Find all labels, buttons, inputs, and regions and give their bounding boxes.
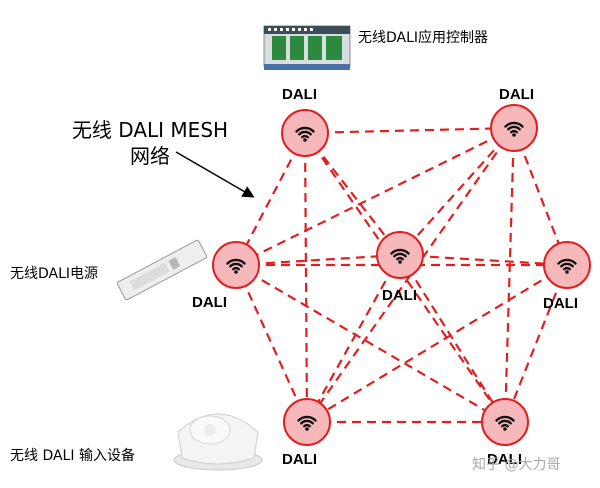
link-top-left-bottom-right — [304, 132, 506, 423]
dali-node-top-right — [490, 104, 538, 152]
link-middle-left-bottom-right — [235, 264, 506, 423]
wifi-icon — [226, 258, 246, 274]
node-label-top-right: DALI — [499, 86, 534, 103]
wifi-icon — [557, 258, 577, 274]
link-top-right-middle-right — [512, 127, 569, 266]
link-top-right-center — [399, 127, 515, 256]
link-middle-right-bottom-right — [503, 264, 569, 423]
node-label-bottom-left: DALI — [282, 451, 317, 468]
link-center-bottom-right — [399, 254, 506, 423]
mesh-title-line2: 网络 — [130, 144, 170, 168]
controller-label: 无线DALI应用控制器 — [358, 30, 489, 46]
watermark: 知乎 @大力哥 — [472, 457, 561, 473]
dali-node-bottom-left — [283, 398, 331, 446]
power-supply-image — [116, 239, 208, 301]
node-label-bottom-right: DALI — [487, 451, 522, 468]
mesh-network-title: 无线 DALI MESH 网络 — [40, 117, 260, 169]
link-top-left-middle-left — [235, 132, 306, 266]
wifi-icon — [295, 126, 315, 142]
link-middle-left-bottom-left — [234, 264, 309, 423]
dali-node-middle-left — [212, 241, 260, 289]
dali-node-middle-right — [543, 241, 591, 289]
dali-node-center — [376, 231, 424, 279]
wifi-icon — [297, 415, 317, 431]
power-supply-label: 无线DALI电源 — [10, 266, 99, 282]
link-center-middle-right — [399, 253, 568, 267]
input-device-image — [173, 413, 263, 471]
node-label-middle-left: DALI — [192, 294, 227, 311]
mesh-title-line1: 无线 DALI MESH — [71, 118, 229, 142]
link-top-left-center — [304, 132, 401, 256]
links-layer — [234, 126, 569, 424]
mesh-pointer-arrow — [175, 151, 255, 198]
link-top-right-middle-left — [235, 127, 515, 266]
link-center-bottom-left — [306, 254, 401, 423]
link-top-right-bottom-right — [503, 127, 516, 423]
node-label-top-left: DALI — [282, 86, 317, 103]
node-label-middle-right: DALI — [543, 295, 578, 312]
link-top-left-top-right — [304, 126, 515, 135]
wifi-icon — [495, 415, 515, 431]
nodes-layer — [212, 104, 591, 446]
node-label-center: DALI — [382, 287, 417, 304]
wifi-icon — [390, 248, 410, 264]
wifi-icon — [504, 121, 524, 137]
link-middle-left-center — [235, 253, 401, 267]
link-middle-right-bottom-left — [306, 264, 568, 423]
input-device-label: 无线 DALI 输入设备 — [10, 448, 135, 464]
dali-node-top-left — [281, 109, 329, 157]
link-top-left-bottom-left — [303, 132, 309, 423]
dali-node-bottom-right — [481, 398, 529, 446]
controller-device-image — [263, 25, 351, 70]
